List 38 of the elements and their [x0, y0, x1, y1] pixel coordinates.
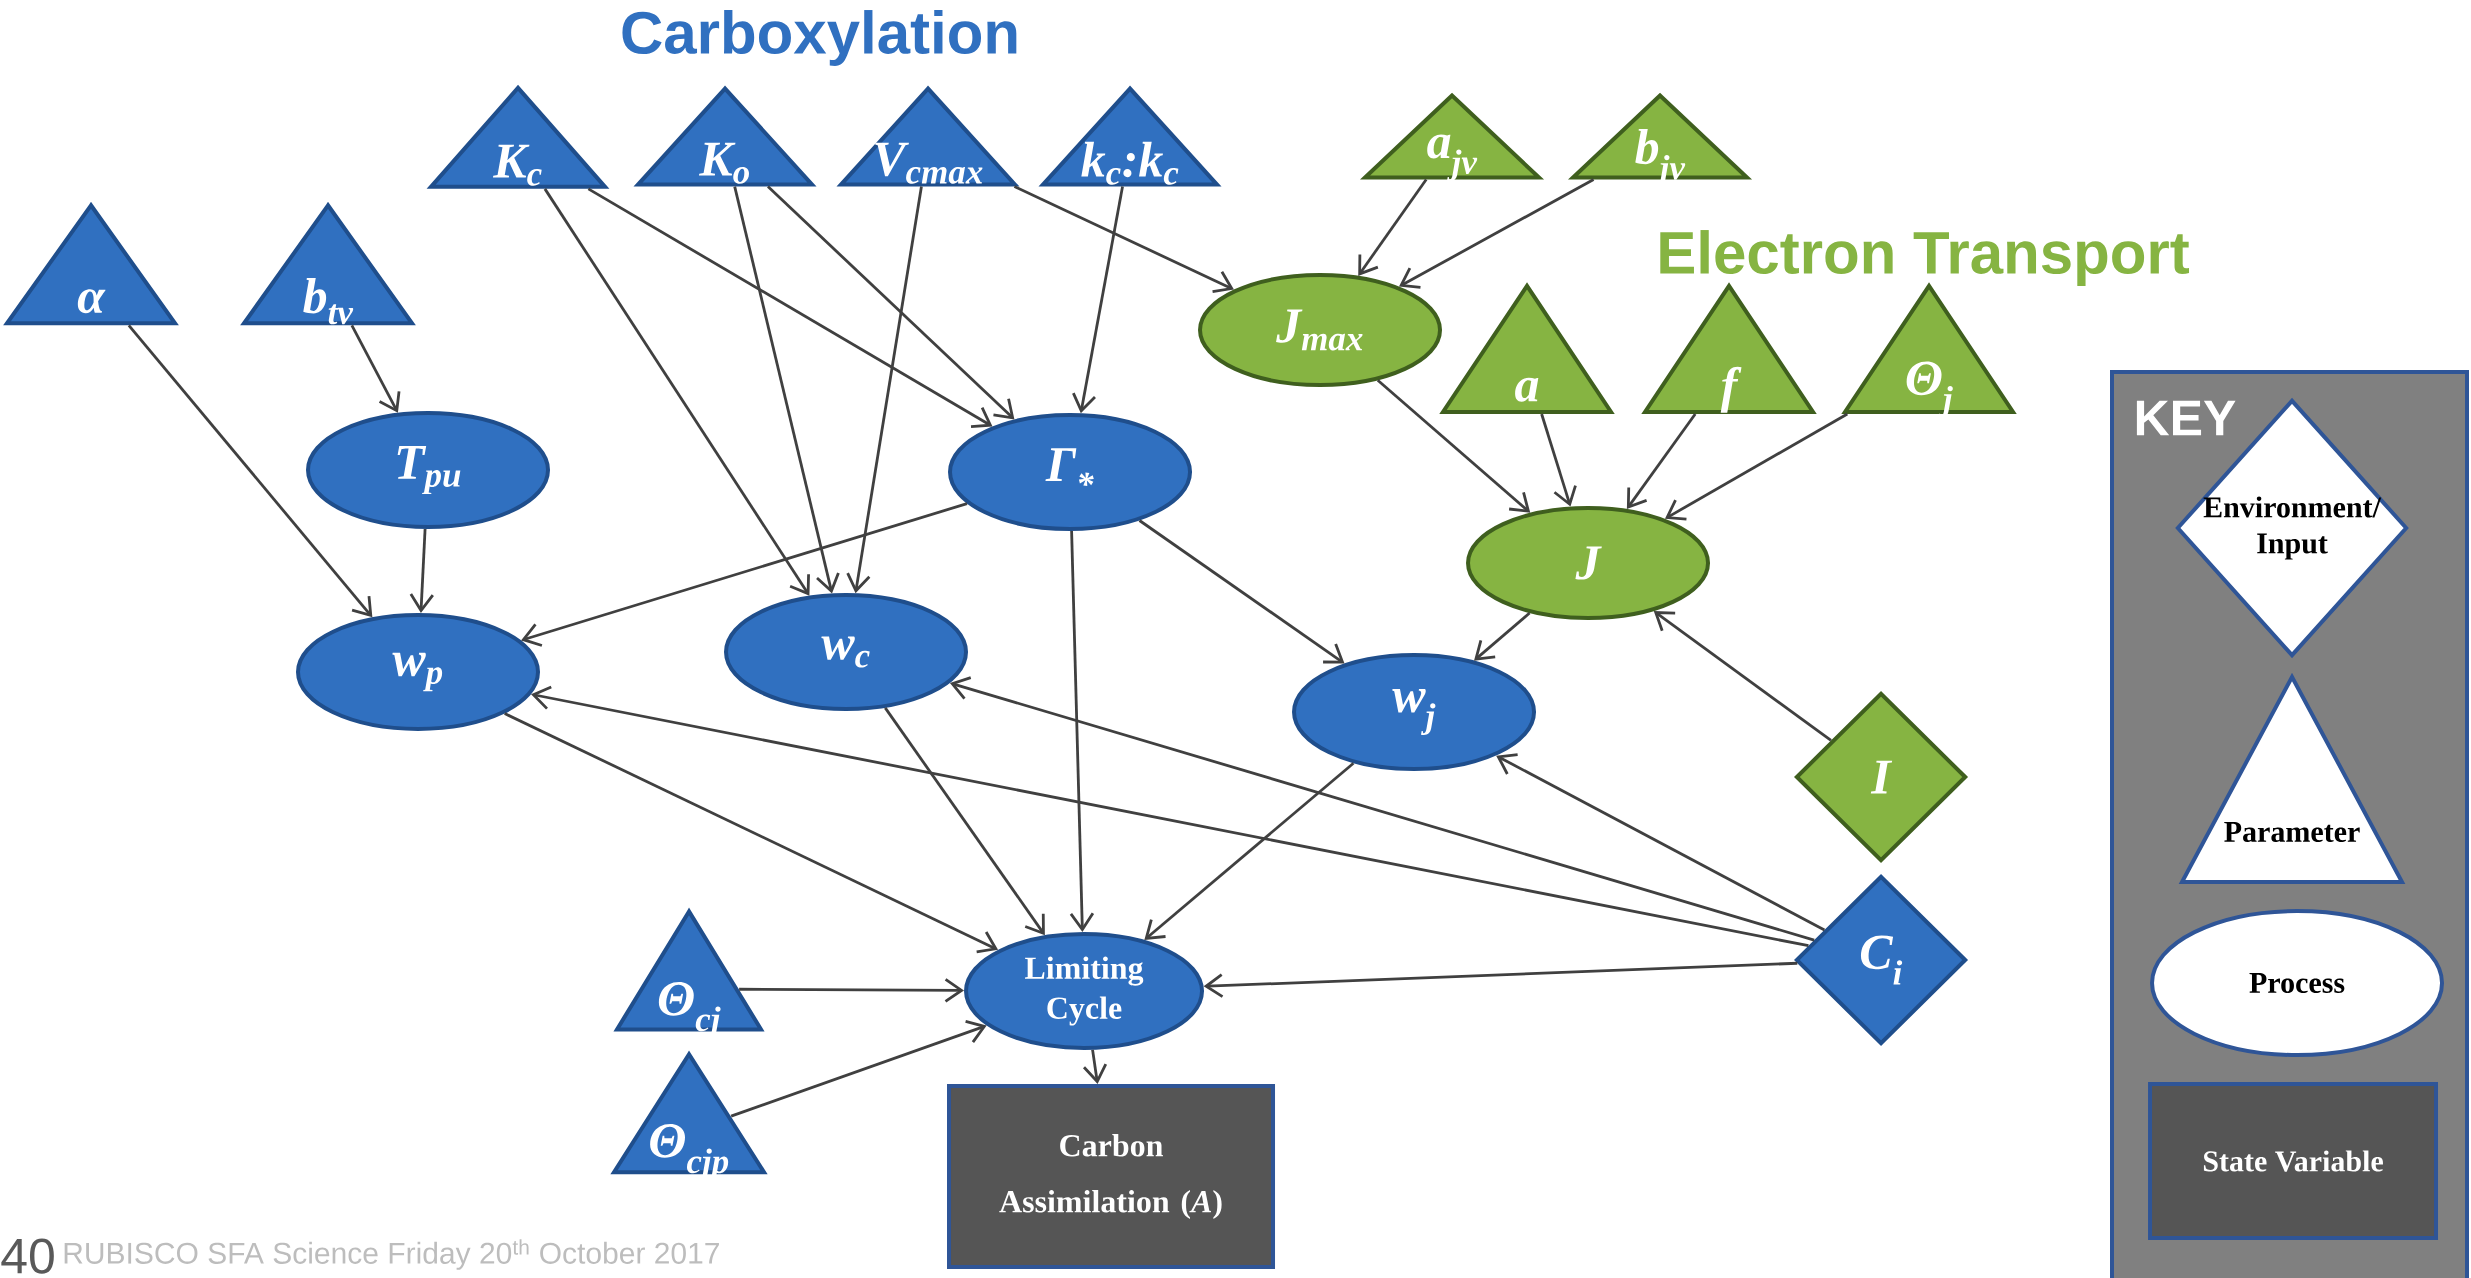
arrow	[587, 187, 993, 428]
arrow	[1474, 612, 1531, 661]
footer-text: RUBISCO SFA Science Friday 20$^{th}$ October 2017	[64, 1239, 719, 1270]
arrow	[521, 502, 968, 647]
arrow	[543, 188, 810, 596]
arrow	[1496, 753, 1826, 932]
arrow	[504, 712, 999, 954]
arrow	[1358, 178, 1428, 276]
arrow	[1069, 530, 1095, 933]
arrow	[730, 1019, 987, 1118]
arrow	[409, 528, 434, 614]
arrow	[739, 978, 965, 1003]
process-ellipse-sample: Process	[2150, 909, 2444, 1057]
arrow	[846, 186, 923, 594]
arrow	[1083, 1049, 1108, 1084]
arrow	[1203, 961, 1798, 998]
arrow	[1138, 519, 1345, 664]
arrow	[531, 685, 1809, 948]
arrow	[884, 707, 1045, 936]
arrow	[733, 186, 840, 594]
state-variable-box: Carbon Assimilation (A)	[947, 1084, 1275, 1269]
key-heading: KEY	[2136, 400, 2236, 436]
arrow	[1072, 186, 1124, 414]
arrow	[1399, 178, 1595, 289]
arrow	[1664, 412, 1848, 521]
group-heading: Carboxylation	[622, 10, 1017, 66]
arrow	[1626, 413, 1697, 509]
arrow	[1376, 379, 1531, 513]
arrow	[1653, 611, 1832, 742]
arrow	[1013, 185, 1234, 294]
arrow	[766, 185, 1015, 420]
arrow	[1540, 413, 1577, 507]
arrow	[127, 324, 373, 618]
arrow	[350, 324, 401, 413]
arrow	[1144, 762, 1355, 940]
arrow	[949, 676, 1815, 942]
state-variable-sample: State Variable	[2148, 1082, 2439, 1240]
page-number: 40	[1, 1238, 54, 1274]
